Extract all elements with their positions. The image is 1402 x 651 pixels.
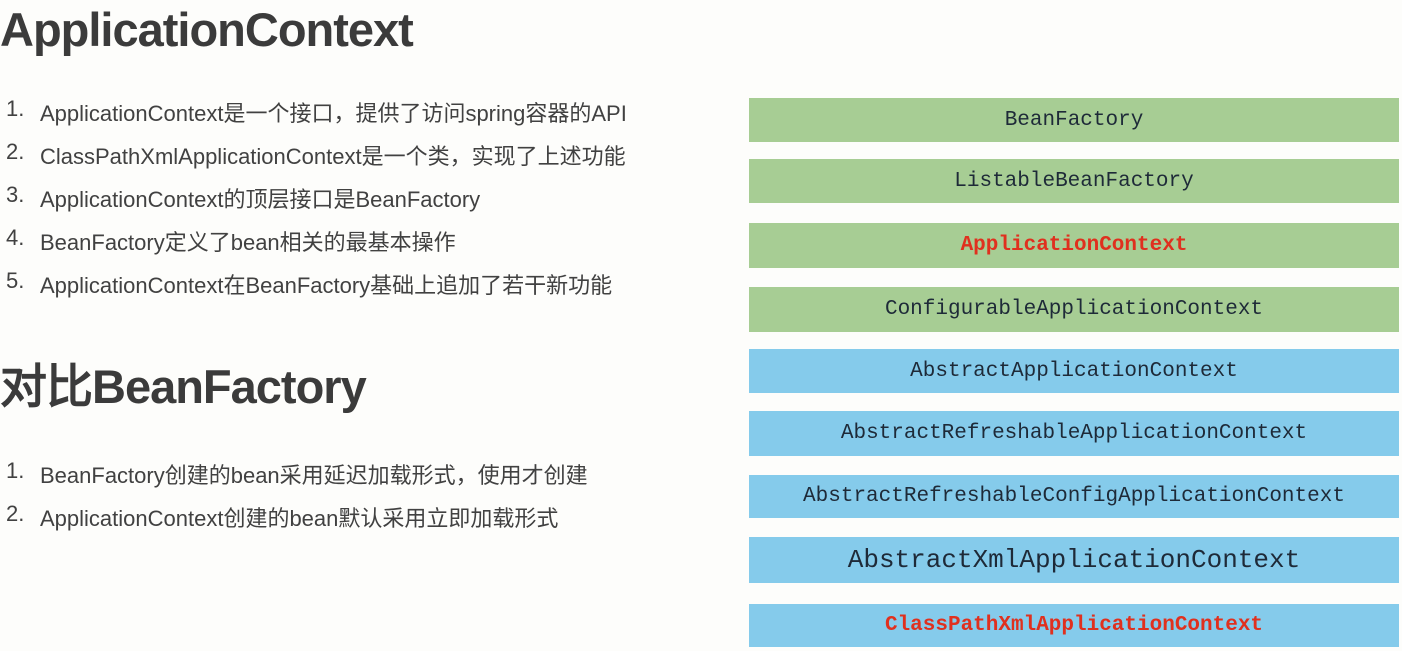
bar-label: AbstractXmlApplicationContext xyxy=(847,545,1301,575)
list-item: 2. ApplicationContext创建的bean默认采用立即加载形式 xyxy=(6,501,588,544)
list-item-number: 1. xyxy=(6,96,25,121)
list-item-number: 5. xyxy=(6,268,25,293)
list-item: 1. BeanFactory创建的bean采用延迟加载形式，使用才创建 xyxy=(6,458,588,501)
bar-label: AbstractApplicationContext xyxy=(910,359,1238,383)
list-item-text: BeanFactory定义了bean相关的最基本操作 xyxy=(40,230,456,255)
bar-label: ClassPathXmlApplicationContext xyxy=(884,614,1264,637)
list-item: 1. ApplicationContext是一个接口，提供了访问spring容器… xyxy=(6,96,627,139)
list-item-number: 4. xyxy=(6,225,25,250)
list-item-number: 2. xyxy=(6,139,25,164)
bar-abstractxmlapplicationcontext: AbstractXmlApplicationContext xyxy=(749,537,1399,583)
bar-classpathxmlapplicationcontext: ClassPathXmlApplicationContext xyxy=(749,604,1399,647)
list-item: 2. ClassPathXmlApplicationContext是一个类，实现… xyxy=(6,139,627,182)
list-item: 4. BeanFactory定义了bean相关的最基本操作 xyxy=(6,225,627,268)
list-item-text: BeanFactory创建的bean采用延迟加载形式，使用才创建 xyxy=(40,463,588,488)
bar-configurableapplicationcontext: ConfigurableApplicationContext xyxy=(749,287,1399,332)
bar-label: AbstractRefreshableConfigApplicationCont… xyxy=(803,485,1345,508)
bar-applicationcontext: ApplicationContext xyxy=(749,223,1399,268)
bar-abstractrefreshableconfigapplicationcontext: AbstractRefreshableConfigApplicationCont… xyxy=(749,475,1399,518)
list-item-text: ApplicationContext的顶层接口是BeanFactory xyxy=(40,187,481,212)
bar-abstractapplicationcontext: AbstractApplicationContext xyxy=(749,349,1399,393)
applicationcontext-notes-list: 1. ApplicationContext是一个接口，提供了访问spring容器… xyxy=(6,96,627,311)
list-item: 5. ApplicationContext在BeanFactory基础上追加了若… xyxy=(6,268,627,311)
bar-abstractrefreshableapplicationcontext: AbstractRefreshableApplicationContext xyxy=(749,411,1399,456)
bar-label: AbstractRefreshableApplicationContext xyxy=(840,422,1308,445)
list-item-text: ClassPathXmlApplicationContext是一个类，实现了上述… xyxy=(40,144,626,169)
list-item-text: ApplicationContext在BeanFactory基础上追加了若干新功… xyxy=(40,273,613,298)
list-item-text: ApplicationContext是一个接口，提供了访问spring容器的AP… xyxy=(40,101,627,126)
bar-label: ConfigurableApplicationContext xyxy=(884,298,1264,321)
section-title-applicationcontext: ApplicationContext xyxy=(0,3,414,56)
list-item-number: 1. xyxy=(6,458,25,483)
list-item-text: ApplicationContext创建的bean默认采用立即加载形式 xyxy=(40,506,559,531)
beanfactory-compare-list: 1. BeanFactory创建的bean采用延迟加载形式，使用才创建 2. A… xyxy=(6,458,588,544)
bar-label: BeanFactory xyxy=(1004,108,1144,132)
list-item-number: 3. xyxy=(6,182,25,207)
list-item: 3. ApplicationContext的顶层接口是BeanFactory xyxy=(6,182,627,225)
list-item-number: 2. xyxy=(6,501,25,526)
bar-label: ApplicationContext xyxy=(960,234,1188,257)
section-title-compare-beanfactory: 对比BeanFactory xyxy=(0,360,367,413)
bar-label: ListableBeanFactory xyxy=(954,169,1194,193)
bar-listablebeanfactory: ListableBeanFactory xyxy=(749,159,1399,203)
bar-beanfactory: BeanFactory xyxy=(749,98,1399,142)
